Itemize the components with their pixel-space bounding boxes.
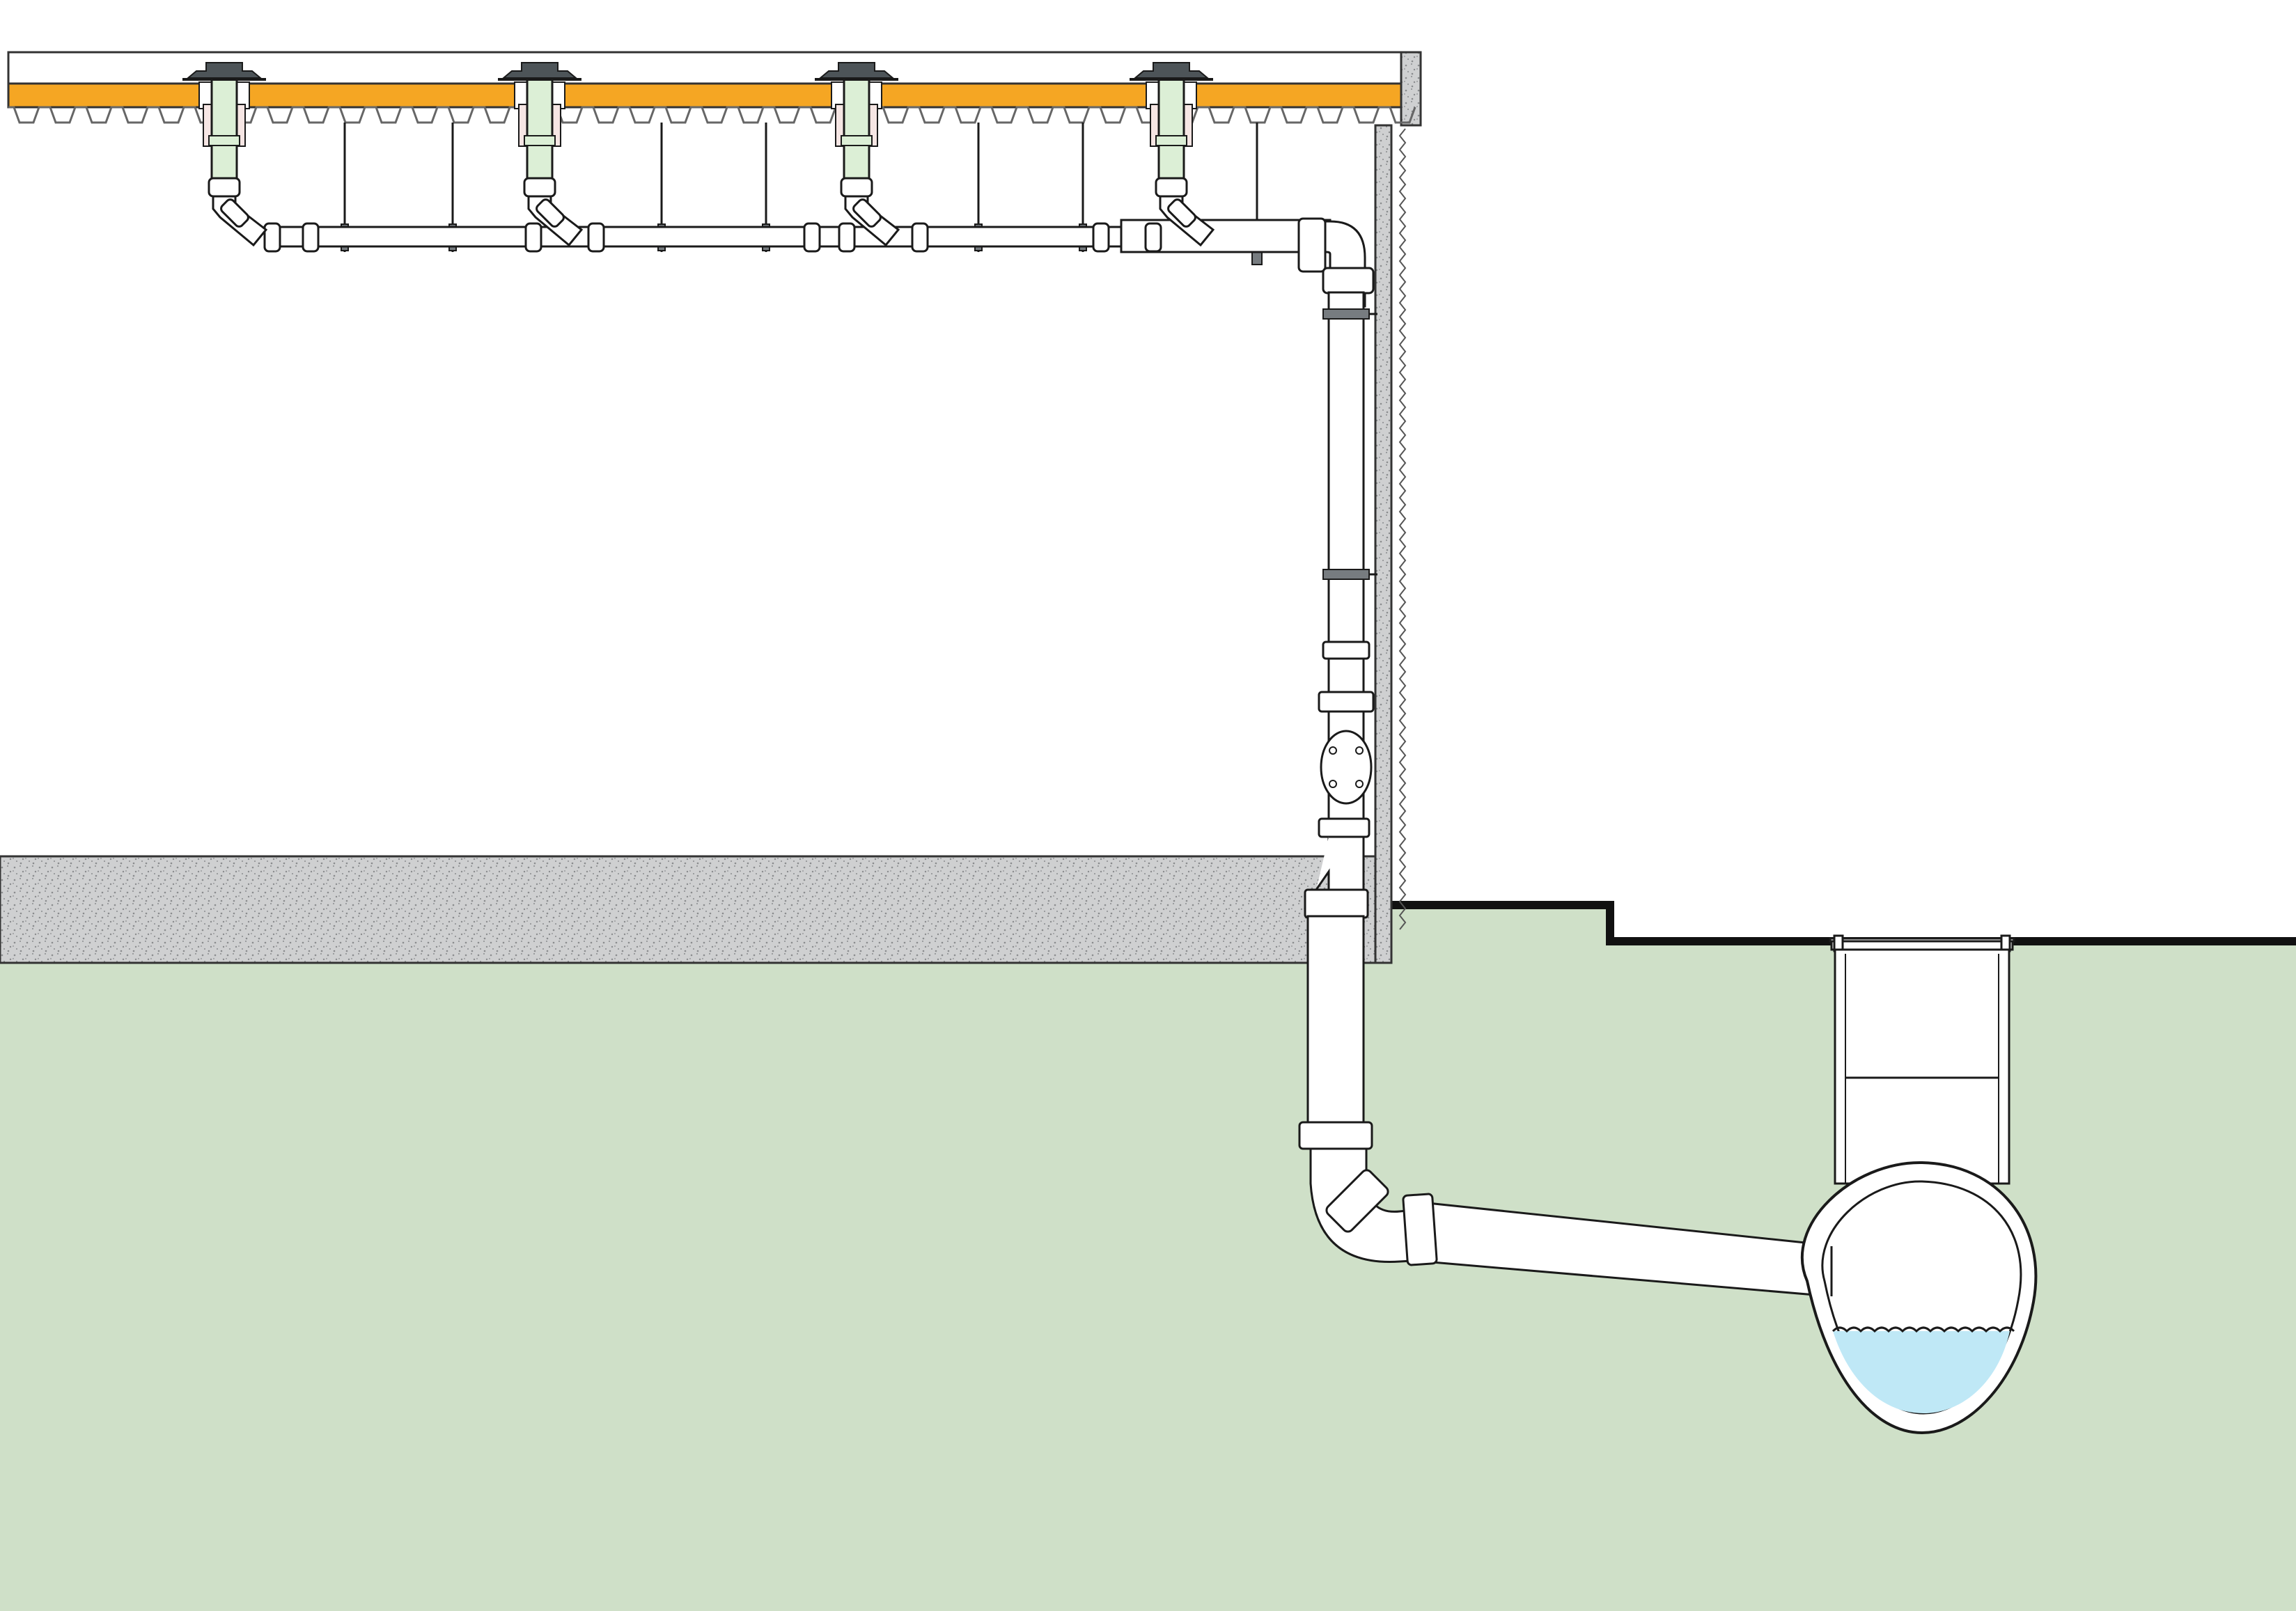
water-wave-icon (1832, 1326, 2015, 1333)
pipe-coupling (803, 222, 821, 253)
water (1833, 1331, 2010, 1413)
cleanout-access (1320, 730, 1373, 805)
pipe-coupling (302, 222, 320, 253)
floor-slab (0, 855, 1393, 964)
wall-bracket-lower (1322, 569, 1370, 580)
pipe-coupling (1092, 222, 1110, 253)
collector-pipe (263, 219, 1331, 253)
roof-drain-icon (1130, 62, 1215, 247)
pipe-coupling (587, 222, 605, 253)
building-structure (0, 51, 1422, 964)
pipe-coupling (263, 222, 281, 253)
roof-edge-upstand (1400, 51, 1422, 127)
pipe-coupling (1144, 222, 1162, 253)
pipe-couplings (263, 222, 1162, 253)
pipe-coupling (838, 222, 856, 253)
roof-drain-icon (815, 62, 900, 247)
roof-drain-icon (498, 62, 584, 247)
underground-drain (1309, 1147, 1840, 1298)
pipe-coupling (911, 222, 929, 253)
pipe-coupling (524, 222, 542, 253)
wall-bracket-upper (1322, 308, 1370, 320)
manhole-icon (1801, 934, 2038, 1435)
wall (1374, 124, 1393, 964)
facade-cladding (1398, 128, 1407, 930)
top-elbow (1297, 217, 1375, 308)
roof-drains (182, 62, 1215, 247)
roof-drain-icon (182, 62, 268, 247)
